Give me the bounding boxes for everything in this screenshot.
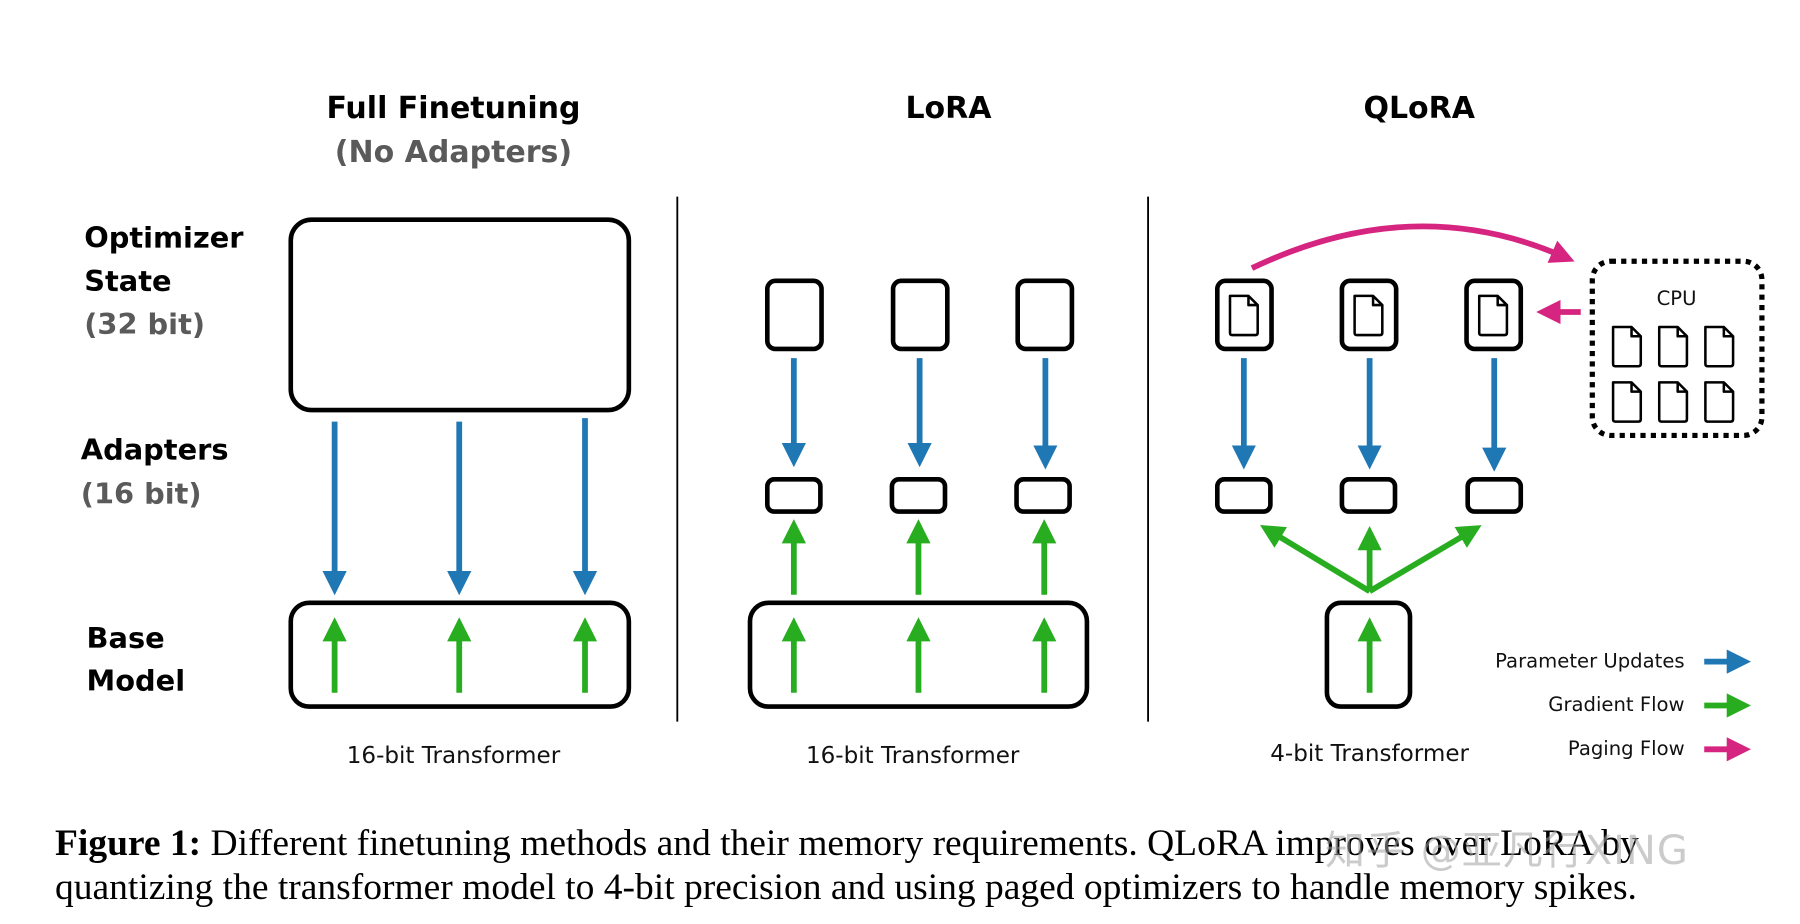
figure-caption: Figure 1: Different finetuning methods a… — [55, 822, 1775, 910]
legend-label-parameter-updates: Parameter Updates — [1495, 649, 1685, 672]
qlora-adapter-boxes — [1215, 476, 1524, 514]
panel-title-full-finetuning: Full Finetuning — [326, 91, 580, 126]
page-icon — [1611, 325, 1643, 368]
adapter-box — [1339, 476, 1398, 514]
page-icon — [1704, 325, 1735, 368]
legend-label-gradient-flow: Gradient Flow — [1548, 693, 1684, 716]
caption-label: Figure 1: — [55, 823, 202, 864]
row-label-state: State — [84, 264, 171, 298]
page-icon — [1353, 294, 1384, 337]
adapter-box — [1465, 476, 1524, 514]
row-label-adapters-bits: (16 bit) — [81, 477, 202, 511]
row-label-model: Model — [87, 663, 186, 697]
adapter-box — [765, 476, 823, 514]
footer-full-finetuning: 16-bit Transformer — [347, 743, 561, 769]
panel-title-qlora: QLoRA — [1363, 91, 1475, 126]
paging-flow-arrow-to-cpu — [1250, 223, 1575, 271]
optimizer-state-box — [1015, 278, 1075, 352]
row-label-optimizer-bits: (32 bit) — [84, 307, 205, 341]
optimizer-state-box — [890, 278, 950, 352]
page-icon — [1704, 381, 1735, 423]
page-icon — [1228, 294, 1259, 337]
full-finetuning-arrows — [322, 418, 598, 693]
row-label-base: Base — [87, 621, 165, 655]
adapter-box — [889, 476, 948, 514]
lora-adapter-boxes — [765, 476, 1072, 514]
gradient-flow-arrow — [1368, 525, 1482, 594]
page-icon — [1657, 325, 1689, 368]
page-icon — [1611, 381, 1643, 423]
legend-label-paging-flow: Paging Flow — [1568, 737, 1685, 760]
adapter-box — [1215, 476, 1273, 514]
cpu-box: CPU — [1589, 258, 1765, 439]
panel-title-lora: LoRA — [905, 91, 992, 126]
gradient-flow-arrow — [1260, 524, 1372, 594]
optimizer-state-box — [288, 217, 632, 413]
adapter-box — [1014, 476, 1072, 514]
footer-lora: 16-bit Transformer — [806, 743, 1020, 769]
panel-subtitle-no-adapters: (No Adapters) — [335, 135, 572, 170]
legend: Parameter Updates Gradient Flow Paging F… — [1495, 649, 1751, 762]
page-icon — [1657, 381, 1689, 423]
lora-optimizer-boxes — [765, 278, 1075, 352]
cpu-label: CPU — [1657, 287, 1697, 310]
qlora-paged-optimizer-boxes — [1215, 278, 1524, 352]
lora-arrows — [781, 358, 1058, 693]
row-label-adapters: Adapters — [81, 433, 229, 467]
optimizer-state-box — [765, 278, 824, 352]
qlora-arrows — [1231, 358, 1507, 693]
caption-text: Different finetuning methods and their m… — [55, 823, 1639, 908]
page-icon — [1477, 294, 1509, 337]
row-label-optimizer: Optimizer — [84, 220, 244, 254]
footer-qlora: 4-bit Transformer — [1270, 741, 1469, 767]
